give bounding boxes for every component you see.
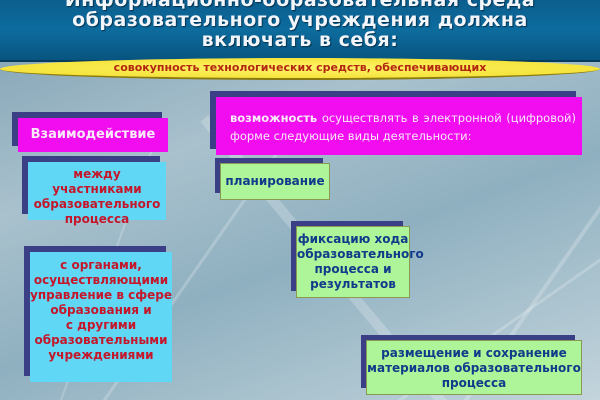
interaction-box: Взаимодействие bbox=[12, 112, 168, 152]
subtitle-banner: совокупность технологических средств, об… bbox=[0, 58, 600, 80]
authorities-box: с органами, осуществляющими управление в… bbox=[24, 246, 172, 382]
title-line-0: Информационно-образовательная среда bbox=[64, 0, 536, 11]
participants-box: между участниками образовательного проце… bbox=[22, 156, 166, 226]
authorities-line: с органами, bbox=[60, 258, 142, 272]
authorities-line: учреждениями bbox=[48, 348, 154, 362]
capability-bold: возможность bbox=[230, 111, 318, 125]
recording-line: образовательного bbox=[297, 247, 424, 261]
recording-box: фиксацию хода образовательного процесса … bbox=[291, 221, 424, 298]
authorities-line: управление в сфере bbox=[30, 288, 172, 302]
storage-line: материалов образовательного bbox=[367, 361, 581, 375]
recording-line: процесса и bbox=[314, 262, 392, 276]
recording-line: результатов bbox=[310, 277, 396, 291]
recording-line: фиксацию хода bbox=[297, 232, 409, 246]
interaction-label: Взаимодействие bbox=[30, 127, 156, 142]
planning-text: планирование bbox=[225, 174, 325, 188]
storage-box: размещение и сохранение материалов образ… bbox=[361, 335, 582, 395]
authorities-line: осуществляющими bbox=[33, 273, 169, 287]
storage-line: размещение и сохранение bbox=[381, 346, 567, 360]
storage-line: процесса bbox=[441, 376, 507, 390]
authorities-line: образовательными bbox=[34, 333, 168, 347]
planning-box: планирование bbox=[215, 158, 330, 200]
capability-box: возможность осуществлять в электронной (… bbox=[210, 91, 582, 155]
authorities-line: образования и bbox=[50, 303, 152, 317]
title-line-2: включать в себя: bbox=[201, 29, 399, 51]
authorities-line: с другими bbox=[65, 318, 137, 332]
slide-title: Информационно-образовательная среда обра… bbox=[0, 0, 600, 62]
title-line-1: образовательного учреждения должна bbox=[72, 9, 528, 31]
capability-text: осуществлять в электронной (цифровой) фо… bbox=[230, 111, 576, 143]
participants-text: между участниками образовательного проце… bbox=[33, 167, 161, 226]
